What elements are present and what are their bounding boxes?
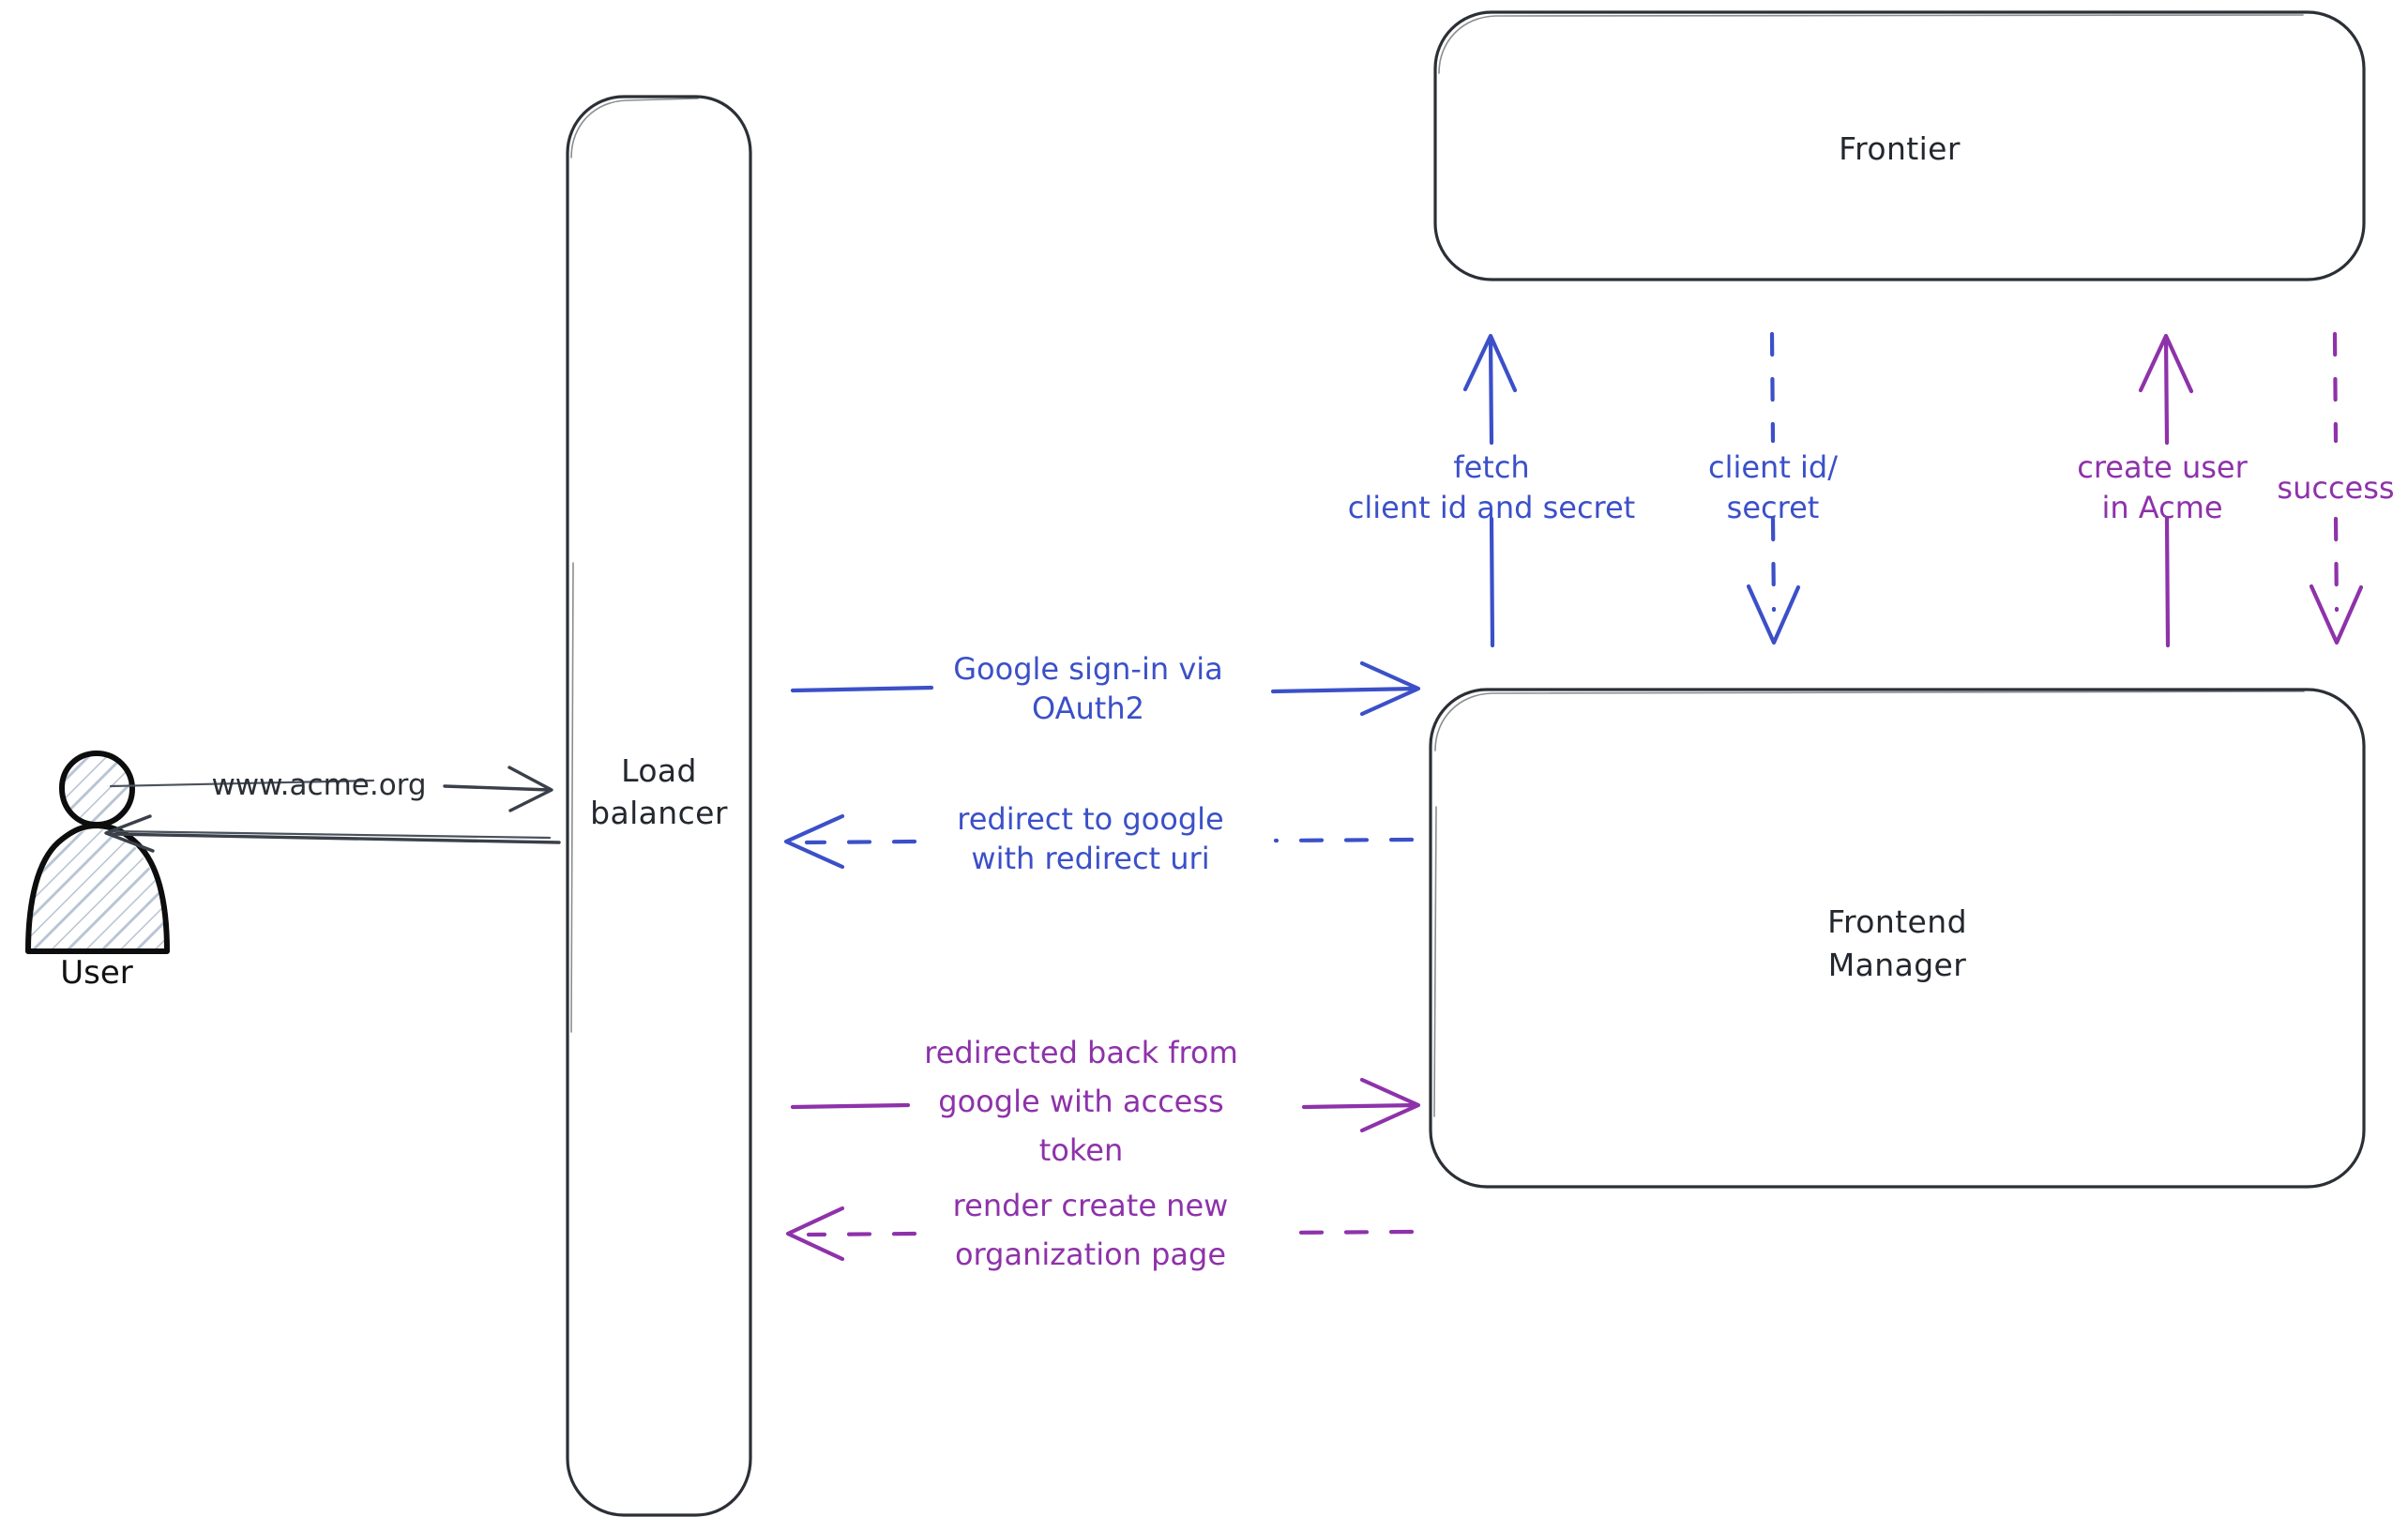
edge-create-user-in-acme <box>2138 333 2194 648</box>
edge-redirected-back-token <box>790 1077 1421 1133</box>
edge-label-success: success <box>2277 470 2395 506</box>
edge-label-create-user-line2: in Acme <box>2101 490 2223 525</box>
edge-user-to-lb-arrow <box>109 766 553 812</box>
edge-label-redirected-token-line3: token <box>1038 1132 1124 1168</box>
edge-client-id-secret <box>1746 331 1801 645</box>
person-actor-icon <box>25 751 170 954</box>
edge-label-redirect-google-line1: redirect to google <box>957 801 1224 837</box>
node-load-balancer[interactable] <box>566 95 752 1517</box>
node-label-frontier: Frontier <box>1839 130 1961 167</box>
node-label-load-balancer-line1: Load <box>621 752 697 789</box>
node-label-frontend-manager-line1: Frontend <box>1827 903 1967 940</box>
edge-success <box>2309 331 2364 645</box>
actor-label-user: User <box>60 954 133 992</box>
node-frontier[interactable] <box>1433 10 2366 281</box>
edge-lb-to-user-arrow <box>104 814 561 853</box>
edge-label-www-acme-org: www.acme.org <box>211 768 427 802</box>
node-label-load-balancer-line2: balancer <box>590 795 728 831</box>
node-label-frontend-manager-line2: Manager <box>1827 947 1967 983</box>
edge-label-create-user-line1: create user <box>2077 449 2248 485</box>
edge-label-redirected-token-line1: redirected back from <box>924 1035 1238 1070</box>
node-frontend-manager[interactable] <box>1429 688 2366 1189</box>
edge-redirect-to-google <box>783 813 1415 870</box>
edge-label-fetch-line1: fetch <box>1453 449 1530 485</box>
edge-label-google-signin-line2: OAuth2 <box>1032 690 1144 726</box>
edge-label-client-id-secret-line2: secret <box>1726 490 1820 525</box>
edge-label-client-id-secret-line1: client id/ <box>1707 449 1839 485</box>
edge-render-create-org <box>785 1206 1415 1262</box>
edge-label-render-create-org-line1: render create new <box>952 1188 1229 1223</box>
edge-label-redirect-google-line2: with redirect uri <box>971 841 1210 876</box>
edge-label-redirected-token-line2: google with access <box>938 1084 1224 1119</box>
edge-label-google-signin-line1: Google sign-in via <box>953 651 1223 687</box>
edge-label-fetch-line2: client id and secret <box>1347 490 1636 525</box>
edge-label-render-create-org-line2: organization page <box>954 1236 1227 1272</box>
edge-google-signin <box>790 660 1421 717</box>
edge-fetch-client-id-secret <box>1462 333 1518 648</box>
